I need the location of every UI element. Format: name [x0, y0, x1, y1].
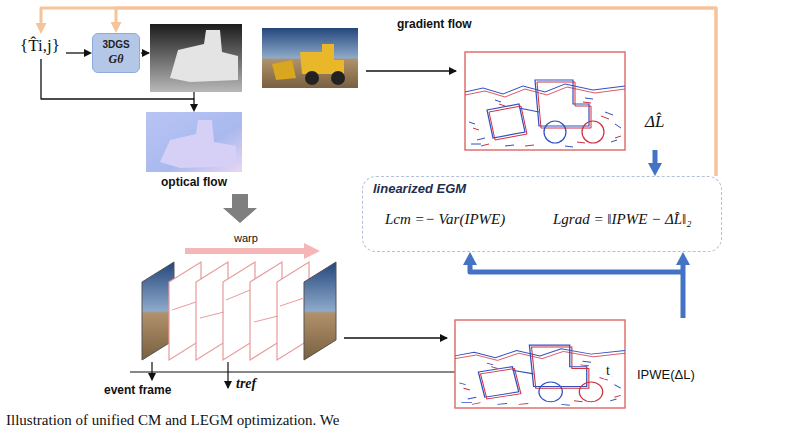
- tick-arrow: [151, 362, 152, 380]
- depth-image: [150, 24, 242, 92]
- event-frame-photo: [304, 262, 336, 360]
- node-text: Lcm =− Var(IPWE): [385, 211, 505, 228]
- connector-line: [470, 259, 683, 272]
- linearized-egm-box: linearized EGM Lcm =− Var(IPWE) Lgrad = ‖I…: [362, 176, 722, 252]
- connector: [655, 150, 656, 169]
- node-text: Lgrad = ‖IPWE − ΔL̂‖₂: [553, 211, 692, 228]
- connector-line: [41, 8, 716, 176]
- optical-flow-image: optical flow: [146, 112, 242, 193]
- warp-arrow-head: [304, 243, 320, 259]
- warp-arrow: [185, 248, 306, 254]
- loader-bucket: [272, 60, 296, 80]
- axis-label: event frame: [102, 384, 173, 398]
- loader-wheel: [331, 71, 345, 85]
- ipwe-image-frame: [455, 320, 625, 408]
- depth-loader: [170, 30, 238, 82]
- event-image-frame: [465, 52, 625, 150]
- node-text: Gθ: [109, 53, 124, 67]
- node-text: ΔL̂: [645, 112, 664, 132]
- node-text: {T̂i,j}: [20, 36, 60, 56]
- connector: [41, 8, 716, 176]
- connector-line: [116, 8, 716, 176]
- connector: [470, 259, 683, 318]
- rgb-photo: [262, 28, 358, 88]
- time-label: tref: [234, 376, 258, 392]
- ipwe-image: IPWE(ΔL): [455, 318, 705, 408]
- event-edges: [465, 80, 625, 147]
- node-text: 3DGS: [102, 39, 129, 51]
- render-arrow: [141, 52, 149, 53]
- event-gradient-image: ΔL̂: [465, 52, 680, 150]
- flow-arrow: [344, 337, 447, 338]
- ipwe-edges: [455, 345, 625, 405]
- axis-label: t: [604, 363, 612, 379]
- loader-body: [300, 44, 344, 74]
- pose-set: {T̂i,j}: [16, 34, 66, 59]
- connector: [66, 53, 88, 54]
- depth-link: [193, 92, 194, 99]
- edge-label: gradient flow: [395, 18, 474, 32]
- gaussian-model-box: 3DGS Gθ: [92, 33, 140, 73]
- node-text: optical flow: [161, 176, 227, 190]
- warp-down-arrow: [223, 194, 257, 223]
- flow-loader: [160, 120, 236, 168]
- node-text: linearized EGM: [373, 182, 466, 197]
- connector-line: [681, 259, 686, 318]
- loader-wheel: [305, 71, 319, 85]
- tick-arrow: [227, 362, 228, 388]
- optical-flow-picture: [146, 112, 242, 172]
- figure-caption: Illustration of unified CM and LEGM opti…: [6, 412, 339, 429]
- flow-arrow: [366, 70, 456, 71]
- node-text: IPWE(ΔL): [637, 368, 695, 383]
- connector-line: [653, 150, 658, 169]
- warp-label: warp: [232, 232, 260, 245]
- connector-line: [66, 52, 88, 53]
- frame-scribbles: [172, 290, 304, 322]
- connector: [116, 8, 716, 176]
